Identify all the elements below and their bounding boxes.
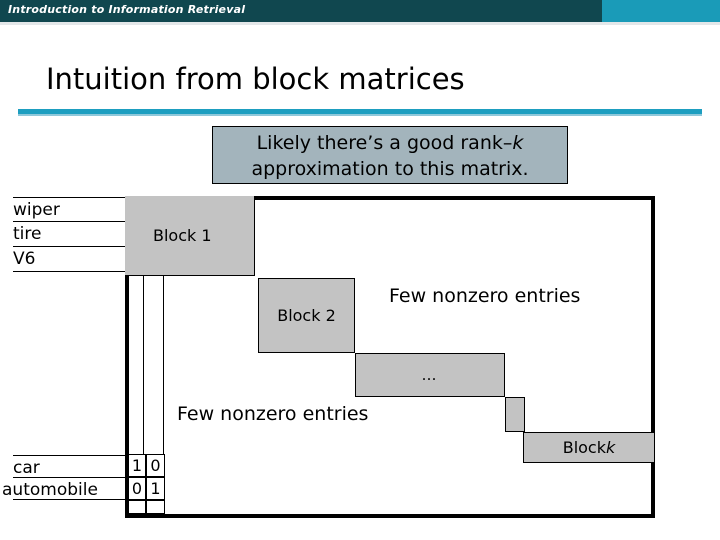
block-k-index: k [606, 438, 616, 457]
term-row-blank-top [13, 271, 125, 273]
block-2-label: Block 2 [277, 306, 336, 325]
callout-box: Likely there’s a good rank–k approximati… [212, 126, 568, 184]
banner-left-panel [0, 0, 602, 22]
term-row-v6: V6 [13, 246, 125, 271]
block-k-label: Block [562, 438, 606, 457]
top-banner: Introduction to Information Retrieval [0, 0, 720, 22]
matrix-cell-car-1: 0 [146, 454, 165, 477]
matrix-cell-car-0: 1 [128, 454, 146, 477]
term-label-automobile: automobile [2, 480, 98, 500]
callout-line-1: Likely there’s a good rank–k [213, 130, 567, 156]
matrix-cell-automobile-0: 0 [128, 477, 146, 500]
term-row-tire: tire [13, 221, 125, 246]
term-row-wiper: wiper [13, 197, 125, 221]
term-label-v6: V6 [13, 249, 36, 269]
term-row-car: car [13, 455, 125, 478]
few-nonzero-entries-label-1: Few nonzero entries [389, 285, 581, 307]
block-ellipsis-label: … [421, 366, 439, 384]
callout-line-2: approximation to this matrix. [251, 158, 529, 180]
title-divider [18, 109, 702, 114]
few-nonzero-entries-label-2: Few nonzero entries [177, 403, 369, 425]
callout-line-1-text: Likely there’s a good rank– [256, 132, 513, 154]
banner-shadow [0, 22, 720, 25]
block-2: Block 2 [258, 278, 355, 353]
term-label-car: car [13, 458, 40, 478]
matrix-column-divider-1 [143, 200, 144, 514]
block-ellipsis: … [355, 353, 505, 397]
block-1-label: Block 1 [153, 226, 212, 245]
banner-title: Introduction to Information Retrieval [8, 3, 246, 16]
block-k: Block k [523, 432, 655, 463]
matrix-cell-blank-1 [146, 500, 165, 514]
matrix-cell-blank-0 [128, 500, 146, 514]
term-row-blank-bottom [13, 499, 125, 501]
block-1: Block 1 [125, 196, 255, 276]
term-label-wiper: wiper [13, 200, 60, 220]
block-step [505, 397, 525, 432]
callout-rank-k: k [512, 132, 524, 154]
term-row-automobile: automobile [2, 477, 125, 500]
matrix-cell-automobile-1: 1 [146, 477, 165, 500]
matrix-column-divider-2 [163, 200, 164, 514]
page-title: Intuition from block matrices [46, 62, 465, 96]
term-label-tire: tire [13, 224, 42, 244]
title-divider-shadow [18, 114, 702, 116]
